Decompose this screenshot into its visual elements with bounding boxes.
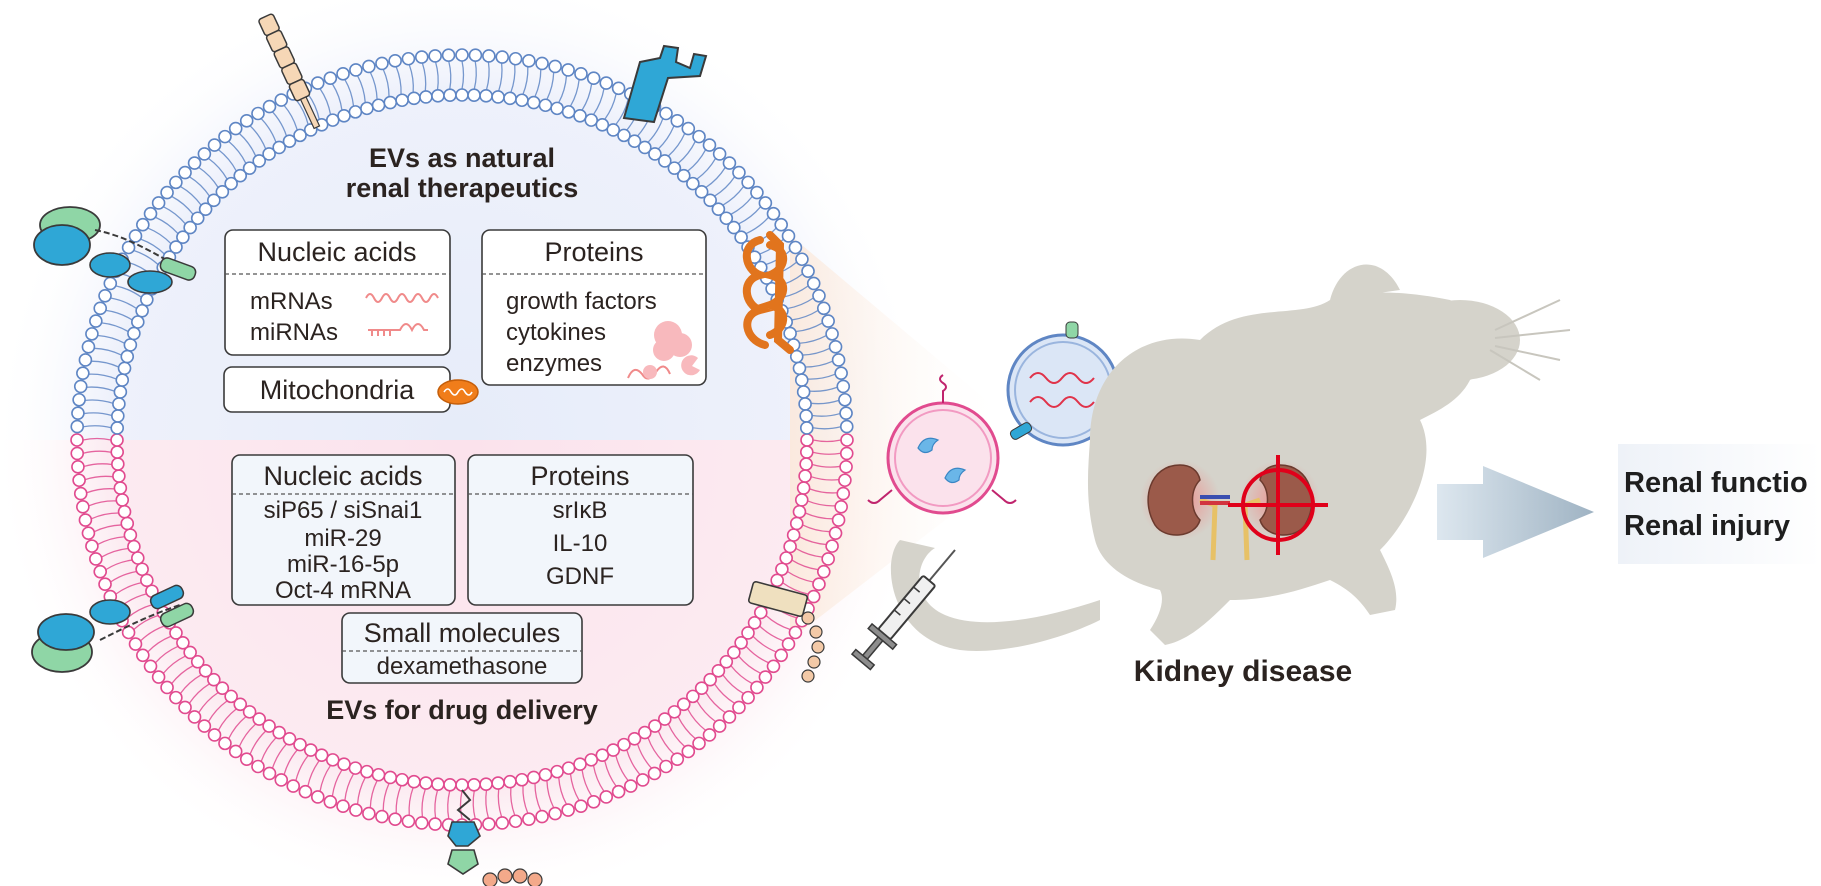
small-molecules-title: Small molecules: [364, 618, 561, 648]
gpcr-receptor-icon: [742, 231, 794, 354]
results-panel: [1618, 444, 1821, 564]
kidney-disease-label: Kidney disease: [1134, 655, 1352, 688]
bottom-nucleic-item-2: miR-29: [304, 525, 381, 552]
syringe-icon: [850, 549, 956, 671]
kidney-left-icon: [1140, 460, 1230, 561]
mitochondria-icon: [437, 379, 479, 405]
bottom-nucleic-item-3: miR-16-5p: [287, 551, 399, 578]
top-proteins-title: Proteins: [544, 237, 643, 267]
mitochondria-box: Mitochondria: [223, 366, 479, 413]
protein-blob-icon: [653, 321, 692, 361]
drug-loaded-vesicle-icon: [867, 374, 1017, 515]
mirna-icon: [368, 323, 428, 333]
top-title-line2: renal therapeutics: [346, 173, 579, 203]
top-proteins-box: Proteins growth factors cytokines enzyme…: [481, 229, 707, 386]
mrna-icon: [365, 293, 439, 303]
outcome-arrow-icon: [1437, 466, 1594, 558]
left-upper-protein-icon: [33, 206, 197, 294]
top-protein-item-3: enzymes: [506, 350, 602, 377]
bottom-protein-item-1: srIκB: [553, 497, 608, 524]
top-nucleic-acids-title: Nucleic acids: [257, 237, 416, 267]
bottom-nucleic-item-4: Oct-4 mRNA: [275, 577, 411, 604]
result-line-2: Renal injury: [1624, 510, 1790, 542]
enzyme-icon: [627, 355, 700, 380]
bottom-anchor-protein-icon: [447, 789, 543, 886]
small-molecule-item-1: dexamethasone: [377, 653, 548, 680]
left-lower-protein-icon: [31, 584, 195, 673]
ev-membrane: [70, 48, 854, 832]
top-title-line1: EVs as natural: [369, 143, 555, 173]
bottom-nucleic-acids-box: Nucleic acids siP65 / siSnai1 miR-29 miR…: [231, 454, 456, 606]
small-molecules-box: Small molecules dexamethasone: [341, 612, 583, 684]
membrane-proteins: [31, 13, 825, 886]
bottom-protein-item-3: GDNF: [546, 563, 614, 590]
top-protein-item-2: cytokines: [506, 319, 606, 346]
bottom-protein-item-2: IL-10: [553, 530, 608, 557]
top-nucleic-acids-box: Nucleic acids mRNAs miRNAs: [224, 229, 451, 356]
channel-protein-icon: [747, 581, 825, 683]
mitochondria-title: Mitochondria: [260, 375, 416, 405]
whiskers-icon: [1489, 299, 1571, 381]
bottom-proteins-box: Proteins srIκB IL-10 GDNF: [467, 454, 694, 606]
bottom-proteins-title: Proteins: [530, 461, 629, 491]
receptor-rod-icon: [258, 13, 321, 130]
bottom-nucleic-item-1: siP65 / siSnai1: [264, 497, 423, 524]
bottom-nucleic-acids-title: Nucleic acids: [263, 461, 422, 491]
result-line-1: Renal functio: [1624, 467, 1808, 499]
target-crosshair-icon: [1228, 455, 1328, 555]
top-protein-item-1: growth factors: [506, 288, 657, 315]
blue-hook-protein-icon: [622, 44, 708, 124]
bottom-title: EVs for drug delivery: [326, 695, 598, 725]
top-nucleic-item-1: mRNAs: [250, 288, 333, 315]
top-nucleic-item-2: miRNAs: [250, 319, 338, 346]
